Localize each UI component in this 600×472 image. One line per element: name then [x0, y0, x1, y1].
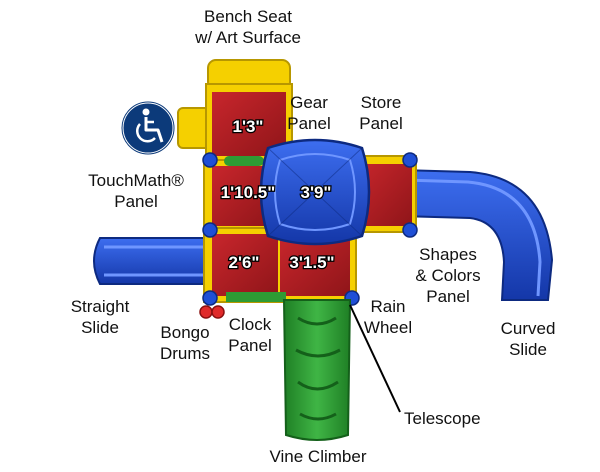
vine-climber: [282, 299, 352, 441]
dimension-deck-mid-left: 1'10.5": [221, 183, 276, 202]
label-rain-wheel-line2: Wheel: [363, 318, 413, 337]
label-gear-panel-line2: Panel: [287, 114, 331, 133]
label-rain-wheel: Rain Wheel: [358, 296, 418, 338]
label-gear-panel-line1: Gear: [290, 93, 328, 112]
bench-seat: [177, 59, 291, 149]
dimension-deck-bottom-right: 3'1.5": [289, 253, 334, 272]
label-clock-panel-line2: Panel: [228, 336, 272, 355]
label-curved-slide-line1: Curved: [500, 319, 556, 338]
label-gear-panel: Gear Panel: [284, 92, 334, 134]
label-touchmath-panel: TouchMath® Panel: [78, 170, 194, 212]
label-straight-slide-line1: Straight: [70, 297, 130, 316]
label-store-panel-line2: Panel: [359, 114, 403, 133]
label-curved-slide-line2: Slide: [509, 340, 547, 359]
wheelchair-accessibility-icon: [120, 100, 176, 156]
label-shapes-colors-line2: & Colors: [415, 266, 481, 285]
label-store-panel-line1: Store: [360, 93, 402, 112]
label-shapes-colors-panel: Shapes & Colors Panel: [412, 244, 484, 307]
label-vine-climber: Vine Climber: [269, 447, 367, 466]
label-shapes-colors-line1: Shapes: [419, 245, 477, 264]
dimension-deck-center: 3'9": [300, 183, 331, 202]
label-bench-seat-line1: Bench Seat: [204, 7, 292, 26]
center-canopy: [259, 138, 371, 246]
telescope-pointer: [349, 304, 401, 413]
curved-slide: [399, 168, 554, 301]
label-bongo-drums-line2: Drums: [159, 344, 211, 363]
posts: [202, 152, 418, 306]
bongo-drums: [199, 305, 225, 319]
label-bongo-drums-line1: Bongo: [160, 323, 210, 342]
label-straight-slide: Straight Slide: [62, 296, 138, 338]
dimension-deck-top: 1'3": [232, 117, 263, 136]
label-curved-slide: Curved Slide: [494, 318, 562, 360]
label-clock-panel: Clock Panel: [222, 314, 278, 356]
label-rain-wheel-line1: Rain: [370, 297, 406, 316]
dimension-deck-bottom-left: 2'6": [228, 253, 259, 272]
label-bench-seat-line2: w/ Art Surface: [195, 28, 301, 47]
label-bench-seat: Bench Seat w/ Art Surface: [178, 6, 318, 48]
label-touchmath-line1: TouchMath®: [88, 171, 184, 190]
label-bongo-drums: Bongo Drums: [152, 322, 218, 364]
label-straight-slide-line2: Slide: [81, 318, 119, 337]
label-touchmath-line2: Panel: [114, 192, 158, 211]
label-clock-panel-line1: Clock: [228, 315, 272, 334]
label-shapes-colors-line3: Panel: [426, 287, 470, 306]
label-telescope: Telescope: [404, 409, 481, 428]
label-store-panel: Store Panel: [354, 92, 408, 134]
straight-slide: [93, 237, 216, 285]
